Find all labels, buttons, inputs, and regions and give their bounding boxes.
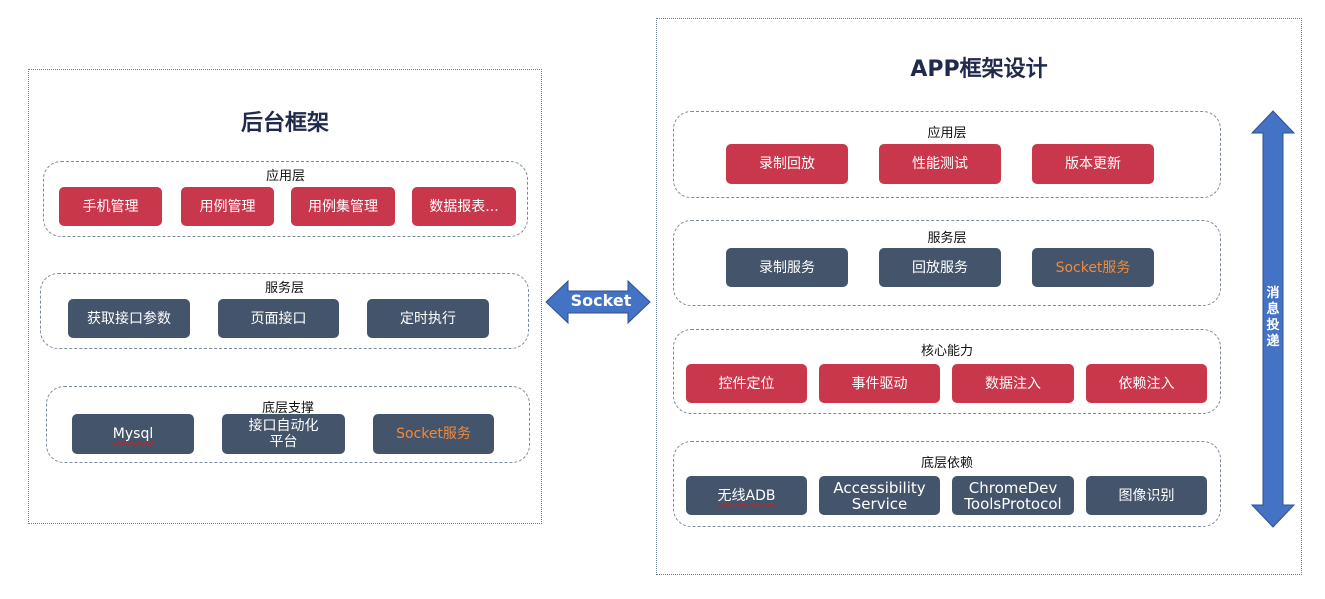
case-management-box: 用例管理 — [181, 187, 274, 226]
event-driven-box: 事件驱动 — [819, 364, 940, 403]
chrome-devtools-protocol-box: ChromeDev ToolsProtocol — [952, 476, 1074, 515]
wireless-adb-label: 无线ADB — [717, 487, 776, 504]
data-injection-box: 数据注入 — [952, 364, 1074, 403]
suite-management-box: 用例集管理 — [291, 187, 395, 226]
message-delivery-label: 消息投递 — [1266, 286, 1280, 349]
layer-title: 应用层 — [927, 126, 967, 141]
app-core-layer: 核心能力 — [673, 329, 1221, 414]
wireless-adb-box: 无线ADB — [686, 476, 807, 515]
widget-locate-box: 控件定位 — [686, 364, 807, 403]
image-recognition-box: 图像识别 — [1086, 476, 1207, 515]
record-service-box: 录制服务 — [726, 248, 848, 287]
backend-framework-title: 后台框架 — [240, 111, 329, 136]
app-service-layer: 服务层 — [673, 220, 1221, 306]
accessibility-service-box: Accessibility Service — [819, 476, 940, 515]
layer-title: 应用层 — [265, 169, 305, 184]
socket-service-label: Socket服务 — [1055, 259, 1131, 276]
backend-base-layer: 底层支撑 — [46, 386, 530, 463]
layer-title: 底层依赖 — [920, 456, 973, 471]
socket-label: Socket — [570, 291, 632, 310]
app-app-layer: 应用层 — [673, 111, 1221, 198]
mysql-box: Mysql — [72, 414, 194, 454]
app-socket-service-box: Socket服务 — [1032, 248, 1154, 287]
layer-title: 服务层 — [264, 281, 304, 296]
app-framework-title: APP框架设计 — [910, 57, 1048, 82]
get-api-params-box: 获取接口参数 — [68, 299, 190, 338]
backend-app-layer: 应用层 — [43, 161, 528, 237]
socket-double-arrow — [545, 279, 651, 325]
app-framework-panel: APP框架设计 — [656, 18, 1302, 575]
layer-title: 核心能力 — [920, 344, 973, 359]
performance-test-box: 性能测试 — [879, 144, 1001, 184]
message-delivery-arrow — [1250, 110, 1296, 528]
page-api-box: 页面接口 — [218, 299, 339, 338]
phone-management-box: 手机管理 — [59, 187, 162, 226]
layer-title: 服务层 — [927, 231, 967, 246]
backend-socket-service-box: Socket服务 — [373, 414, 494, 454]
backend-service-layer: 服务层 — [40, 273, 529, 349]
backend-framework-panel: 后台框架 — [28, 69, 542, 524]
scheduled-run-box: 定时执行 — [367, 299, 489, 338]
playback-service-box: 回放服务 — [879, 248, 1001, 287]
version-update-box: 版本更新 — [1032, 144, 1154, 184]
api-automation-platform-box: 接口自动化 平台 — [222, 414, 345, 454]
mysql-label: Mysql — [112, 426, 154, 442]
data-report-box: 数据报表... — [412, 187, 516, 226]
record-playback-box: 录制回放 — [726, 144, 848, 184]
socket-service-label: Socket服务 — [396, 426, 471, 442]
dependency-injection-box: 依赖注入 — [1086, 364, 1207, 403]
app-base-layer: 底层依赖 — [673, 441, 1221, 527]
layer-title: 底层支撑 — [261, 401, 314, 416]
